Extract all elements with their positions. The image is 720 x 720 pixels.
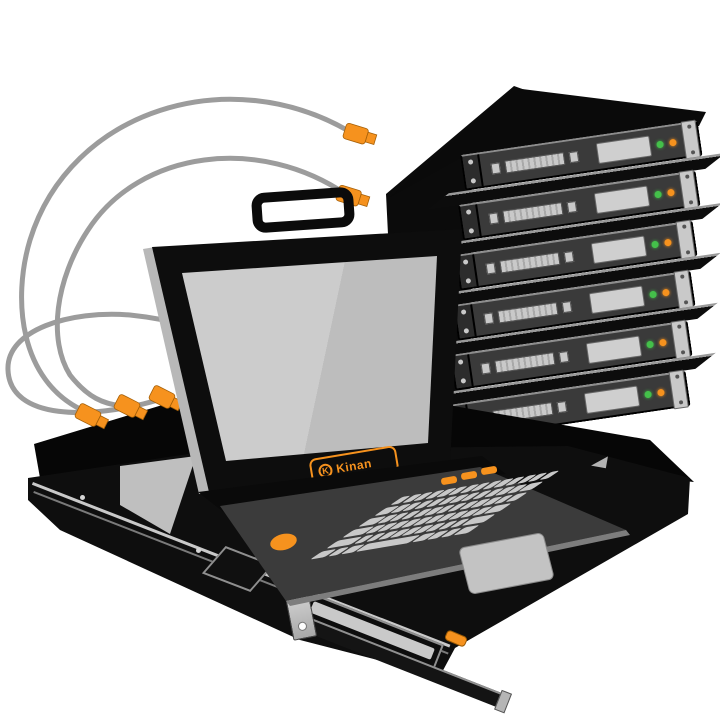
rail-end-cap (591, 453, 608, 469)
kvm-cable (54, 155, 350, 409)
cable-connector (74, 403, 110, 430)
rivet (196, 548, 201, 553)
kvm-cable (19, 96, 355, 413)
cable-connector (113, 394, 149, 421)
rivet (80, 495, 85, 500)
cable-connector (342, 123, 378, 145)
cable-connector (335, 185, 371, 207)
console-lid (140, 215, 475, 510)
display-screen (182, 256, 437, 461)
